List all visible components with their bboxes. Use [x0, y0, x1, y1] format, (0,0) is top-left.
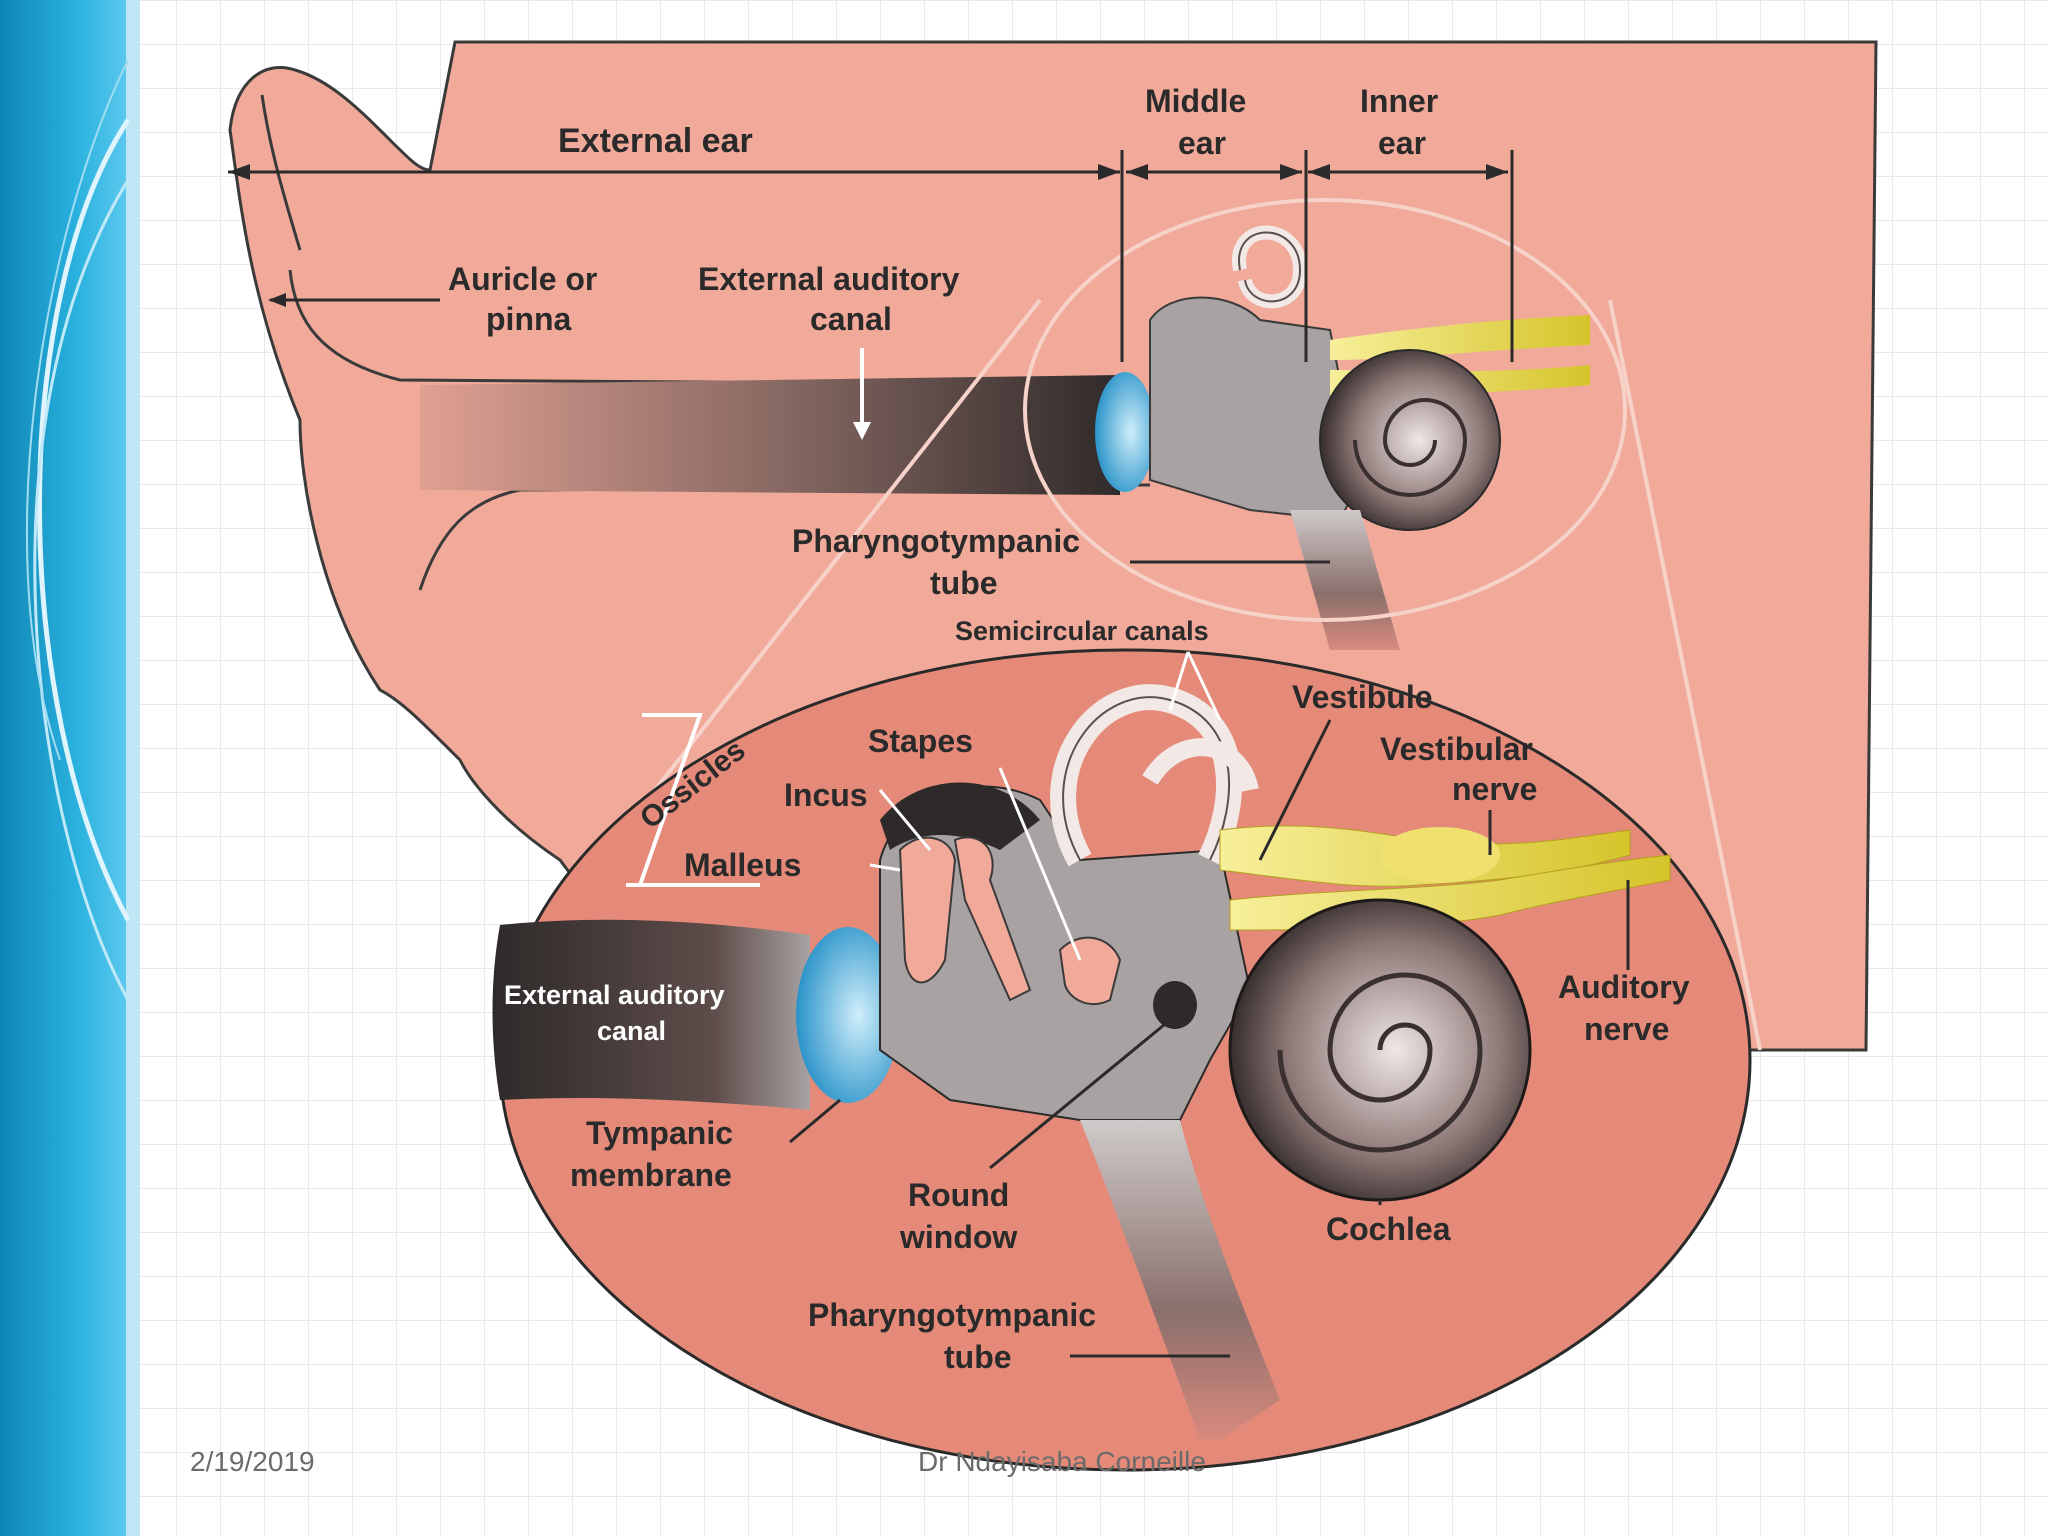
- label-auricle-1: Auricle or: [448, 261, 597, 297]
- label-auricle-2: pinna: [486, 301, 572, 337]
- label-incus: Incus: [784, 777, 868, 813]
- label-malleus: Malleus: [684, 847, 801, 883]
- footer-author: Dr Ndayisaba Corneille: [918, 1446, 1206, 1477]
- label-inset-canal-1: External auditory: [504, 980, 725, 1010]
- auricle-fold: [260, 94, 302, 251]
- incus-shape: [953, 836, 1032, 1002]
- inset-epitympanic-dark: [880, 782, 1040, 850]
- auricle-fold: [288, 269, 1111, 387]
- label-stapes: Stapes: [868, 723, 973, 759]
- ear-canal-upper: [420, 375, 1120, 495]
- focus-circle: [1023, 198, 1627, 622]
- label-external-canal-1: External auditory: [698, 261, 960, 297]
- label-tympanic-membrane-2: membrane: [570, 1157, 732, 1193]
- inset-ear-canal: [492, 919, 810, 1110]
- decorative-side-band: [0, 0, 140, 1536]
- label-semicircular-canals: Semicircular canals: [955, 616, 1209, 646]
- round-window-shape: [1153, 981, 1197, 1029]
- label-tympanic-membrane-1: Tympanic: [586, 1115, 733, 1151]
- label-cochlea: Cochlea: [1326, 1211, 1451, 1247]
- neck-contour: [418, 483, 1151, 591]
- inset-pharyngotympanic-tube: [1080, 1120, 1280, 1440]
- label-round-window-1: Round: [908, 1177, 1009, 1213]
- stapes-shape: [1058, 936, 1122, 1005]
- label-inner-ear-2: ear: [1378, 125, 1426, 161]
- label-pharyngotympanic-inset-1: Pharyngotympanic: [808, 1297, 1096, 1333]
- pharyngotympanic-tube-upper: [1290, 510, 1400, 650]
- cochlea-upper: [1319, 349, 1501, 531]
- label-vestibular-nerve-1: Vestibular: [1380, 731, 1533, 767]
- label-auditory-nerve-1: Auditory: [1558, 969, 1690, 1005]
- label-external-ear: External ear: [558, 122, 753, 160]
- inset-tympanic-membrane: [796, 927, 900, 1103]
- nerve-upper: [1330, 315, 1590, 360]
- label-pharyngotympanic-inset-2: tube: [944, 1339, 1012, 1375]
- label-vestibule: Vestibule: [1292, 679, 1433, 715]
- label-auditory-nerve-2: nerve: [1584, 1011, 1669, 1047]
- label-inset-canal-2: canal: [597, 1016, 666, 1046]
- label-inner-ear-1: Inner: [1360, 83, 1438, 119]
- label-middle-ear-2: ear: [1178, 125, 1226, 161]
- label-round-window-2: window: [899, 1219, 1017, 1255]
- label-vestibular-nerve-2: nerve: [1452, 771, 1537, 807]
- footer-date: 2/19/2019: [190, 1446, 315, 1477]
- tympanic-membrane-upper: [1095, 372, 1155, 492]
- label-pharyngotympanic-upper-1: Pharyngotympanic: [792, 523, 1080, 559]
- label-external-canal-2: canal: [810, 301, 892, 337]
- label-pharyngotympanic-upper-2: tube: [930, 565, 998, 601]
- label-middle-ear-1: Middle: [1145, 83, 1246, 119]
